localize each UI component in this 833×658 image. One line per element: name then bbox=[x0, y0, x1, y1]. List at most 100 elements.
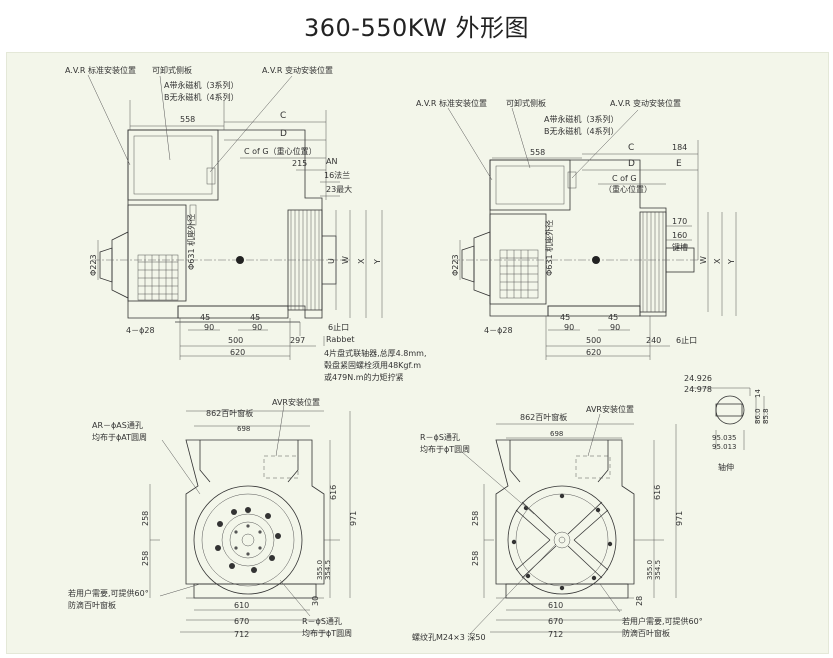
dim-610: 610 bbox=[234, 601, 249, 610]
dim-45b-r: 45 bbox=[608, 313, 618, 322]
dim-670-r: 670 bbox=[548, 617, 563, 626]
dim-240: 240 bbox=[646, 336, 661, 345]
dim-258a: 258 bbox=[141, 511, 150, 526]
hole-ar-label-1: AR－ϕAS通孔 bbox=[92, 420, 143, 430]
coupling-note-1: 4片盘式联轴器,总厚4.8mm, bbox=[324, 348, 426, 358]
dim-x-r: X bbox=[713, 258, 722, 264]
dim-c-r: C bbox=[628, 143, 634, 153]
dim-y: Y bbox=[373, 259, 382, 265]
page-title: 360-550KW 外形图 bbox=[303, 14, 530, 42]
dim-w-r: W bbox=[699, 256, 708, 264]
rabbet-label-1: 6止口 bbox=[328, 322, 349, 332]
dia-631-r: Φ631 机座外径 bbox=[544, 220, 554, 276]
series-b-label-r: B无永磁机（4系列） bbox=[544, 126, 619, 136]
hole-r-label-1: R－ϕS通孔 bbox=[302, 616, 342, 626]
option-louver-r2: 防滴百叶窗板 bbox=[622, 628, 670, 638]
avr-standard-label-r: A.V.R 标准安装位置 bbox=[416, 98, 487, 108]
dim-616-r: 616 bbox=[653, 485, 662, 500]
dim-28: 28 bbox=[635, 596, 644, 606]
dim-971: 971 bbox=[349, 511, 358, 526]
dim-558: 558 bbox=[180, 115, 195, 124]
dim-90b: 90 bbox=[252, 323, 262, 332]
series-a-label-r: A带永磁机（3系列） bbox=[544, 114, 619, 124]
drawing-sheet bbox=[6, 52, 829, 654]
key-label: 键槽 bbox=[672, 242, 688, 252]
coupling-note-3: 或479N.m的力矩拧紧 bbox=[324, 372, 404, 382]
option-louver-2: 防滴百叶窗板 bbox=[68, 600, 116, 610]
dim-258b: 258 bbox=[141, 551, 150, 566]
dim-616: 616 bbox=[329, 485, 338, 500]
series-a-label: A带永磁机（3系列） bbox=[164, 80, 239, 90]
dim-500-r: 500 bbox=[586, 336, 601, 345]
shaft-d6: 95.035 bbox=[712, 434, 737, 442]
max-23-label: 23最大 bbox=[326, 184, 352, 194]
hole-r-label-2: 均布于ϕT圆周 bbox=[302, 628, 352, 638]
dim-d-r: D bbox=[628, 159, 635, 169]
dim-90a: 90 bbox=[204, 323, 214, 332]
dim-355: 355.0 bbox=[316, 560, 324, 580]
shaft-d2: 24.978 bbox=[684, 385, 712, 394]
cog-label: C of G（重心位置） bbox=[244, 146, 317, 156]
hole-ar-label-2: 均布于ϕAT圆周 bbox=[92, 432, 147, 442]
dia-223: Φ223 bbox=[89, 254, 98, 276]
dim-90b-r: 90 bbox=[610, 323, 620, 332]
dim-698-r: 698 bbox=[550, 430, 563, 438]
dim-258b-r: 258 bbox=[471, 551, 480, 566]
dim-170: 170 bbox=[672, 217, 687, 226]
dim-258a-r: 258 bbox=[471, 511, 480, 526]
dim-x: X bbox=[357, 258, 366, 264]
dia-631: Φ631 机座外径 bbox=[186, 214, 196, 270]
dim-354: 354.5 bbox=[324, 560, 332, 580]
side-view-left: A.V.R 标准安装位置 可卸式侧板 A.V.R 变动安装位置 A带永磁机（3系… bbox=[65, 65, 426, 382]
dim-610-r: 610 bbox=[548, 601, 563, 610]
rabbet-label-r: 6止口 bbox=[676, 335, 697, 345]
dim-620: 620 bbox=[230, 348, 245, 357]
dim-y-r: Y bbox=[727, 259, 736, 265]
shaft-detail: 24.926 24.978 14 86.0 85.8 95.035 95.013… bbox=[684, 374, 770, 472]
avr-alt-label: A.V.R 变动安装位置 bbox=[262, 65, 333, 75]
side-panel-label: 可卸式侧板 bbox=[152, 65, 192, 75]
dim-w: W bbox=[341, 256, 350, 264]
side-panel-label-r: 可卸式侧板 bbox=[506, 98, 546, 108]
dim-971-r: 971 bbox=[675, 511, 684, 526]
hole-label-r: 4－ϕ28 bbox=[484, 326, 513, 335]
dim-500: 500 bbox=[228, 336, 243, 345]
dim-d: D bbox=[280, 129, 287, 139]
avr-position-label-r: AVR安装位置 bbox=[586, 404, 634, 414]
dim-670: 670 bbox=[234, 617, 249, 626]
option-louver-r1: 若用户需要,可提供60° bbox=[622, 616, 703, 626]
thread-hole-label: 螺纹孔M24×3 深50 bbox=[412, 632, 486, 642]
shaft-d3: 14 bbox=[754, 389, 762, 398]
dim-30: 30 bbox=[311, 596, 320, 606]
dim-558-r: 558 bbox=[530, 148, 545, 157]
coupling-note-2: 毂盘紧固螺栓须用48Kgf.m bbox=[324, 360, 421, 370]
louver-label-r: 862百叶窗板 bbox=[520, 412, 567, 422]
shaft-d1: 24.926 bbox=[684, 374, 712, 383]
dim-e: E bbox=[676, 159, 682, 169]
cog-label-r1: C of G bbox=[612, 174, 637, 183]
dim-620-r: 620 bbox=[586, 348, 601, 357]
rabbet-label-2: Rabbet bbox=[326, 335, 355, 344]
shaft-label: 轴伸 bbox=[718, 462, 734, 472]
dim-712: 712 bbox=[234, 630, 249, 639]
dim-712-r: 712 bbox=[548, 630, 563, 639]
side-view-right: A.V.R 标准安装位置 可卸式侧板 A.V.R 变动安装位置 A带永磁机（3系… bbox=[416, 98, 737, 360]
shaft-d5: 85.8 bbox=[762, 408, 770, 424]
dim-45a-r: 45 bbox=[560, 313, 570, 322]
shaft-d7: 95.013 bbox=[712, 443, 737, 451]
hole-r-label-r1: R－ϕS通孔 bbox=[420, 432, 460, 442]
dim-45a: 45 bbox=[200, 313, 210, 322]
dim-u: U bbox=[327, 258, 336, 264]
dim-698: 698 bbox=[237, 425, 250, 433]
dim-184: 184 bbox=[672, 143, 687, 152]
end-view-right: 862百叶窗板 AVR安装位置 R－ϕS通孔 均布于ϕT圆周 698 616 9… bbox=[412, 404, 703, 642]
shaft-d4: 86.0 bbox=[754, 408, 762, 424]
series-b-label: B无永磁机（4系列） bbox=[164, 92, 239, 102]
dim-an: AN bbox=[326, 157, 337, 166]
avr-position-label: AVR安装位置 bbox=[272, 397, 320, 407]
option-louver-1: 若用户需要,可提供60° bbox=[68, 588, 149, 598]
dia-223-r: Φ223 bbox=[451, 254, 460, 276]
dim-90a-r: 90 bbox=[564, 323, 574, 332]
hole-label: 4－ϕ28 bbox=[126, 326, 155, 335]
